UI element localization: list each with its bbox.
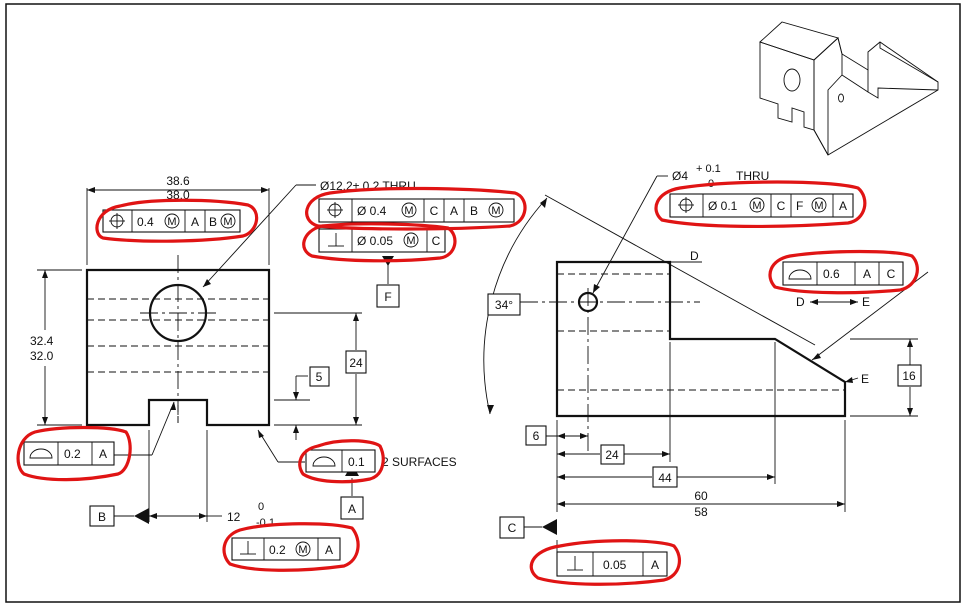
modifier-m: M <box>814 200 823 212</box>
modifier-m: M <box>406 235 415 247</box>
slot-dim: 12 <box>227 510 241 524</box>
fcf-profile-left-tol: 0.2 <box>64 447 81 461</box>
dim-16: 16 <box>902 369 916 383</box>
height-dim-upper: 32.4 <box>30 334 54 348</box>
fcf-profile-bottom: 0.1 <box>305 449 376 473</box>
modifier-m: M <box>298 544 307 556</box>
modifier-m: M <box>404 205 413 217</box>
fcf-position-small-hole: Ø 0.1 M C F M A <box>669 193 854 218</box>
label-d: D <box>690 249 699 263</box>
drawing-border <box>5 3 961 603</box>
angle-34: 34° <box>495 298 513 312</box>
two-surfaces-note: 2 SURFACES <box>382 455 457 469</box>
fcf-pos-small-tol: Ø 0.1 <box>708 199 738 213</box>
hole-tol-upper: + 0.1 <box>696 163 721 175</box>
fcf-pos-front-tol: 0.4 <box>137 215 154 229</box>
fcf-profile-right-datum-c: C <box>887 267 896 281</box>
label-e: E <box>861 372 869 386</box>
datum-b: B <box>98 510 106 524</box>
fcf-profile-right: 0.6 A C <box>782 261 904 286</box>
fcf-profile-right-datum-a: A <box>863 267 871 281</box>
side-view-geometry: D <box>520 249 847 455</box>
fcf-pos-hole-datum-c: C <box>430 204 439 218</box>
fcf-pos-front-datum-b: B <box>209 215 217 229</box>
isometric-view <box>759 21 939 156</box>
fcf-pos-small-datum-a: A <box>839 199 847 213</box>
dim-24-side: 24 <box>605 448 619 462</box>
front-view-dimensions: 38.6 38.0 32.4 32.0 24 5 12 <box>30 174 457 529</box>
hole-note-prefix: Ø4 <box>672 169 688 183</box>
fcf-profile-bottom-tol: 0.1 <box>348 455 365 469</box>
fcf-position-hole: Ø 0.4 M C A B M <box>318 198 515 223</box>
dim-44: 44 <box>658 471 672 485</box>
fcf-perp-bottom-datum: A <box>325 543 333 557</box>
fcf-profile-left: 0.2 A <box>23 441 115 466</box>
between-d: D <box>796 295 805 309</box>
fcf-perpendicular-bottom: 0.2 M A <box>231 537 341 561</box>
modifier-m: M <box>223 216 232 228</box>
side-view-dimensions: 34° 6 24 44 60 58 <box>483 163 929 539</box>
dim-5: 5 <box>316 370 323 384</box>
fcf-perp-bottom-tol: 0.2 <box>269 543 286 557</box>
fcf-perp-hole-tol: Ø 0.05 <box>357 234 393 248</box>
dim-60: 60 <box>694 489 708 503</box>
fcf-perpendicular-right: 0.05 A <box>556 540 668 577</box>
fcf-perpendicular-hole: Ø 0.05 M C <box>318 228 446 253</box>
modifier-m: M <box>491 205 500 217</box>
fcf-pos-small-datum-c: C <box>777 199 786 213</box>
fcf-perp-right-tol: 0.05 <box>603 558 627 572</box>
dim-6: 6 <box>533 429 540 443</box>
modifier-m: M <box>167 216 176 228</box>
datum-f: F <box>384 290 391 304</box>
fcf-profile-left-datum: A <box>99 447 107 461</box>
datum-a: A <box>348 502 356 516</box>
fcf-pos-hole-datum-b: B <box>470 204 478 218</box>
fcf-profile-right-tol: 0.6 <box>823 267 840 281</box>
between-e: E <box>862 295 870 309</box>
slot-tol-upper: 0 <box>258 501 264 513</box>
fcf-pos-front-datum-a: A <box>191 215 199 229</box>
height-dim-lower: 32.0 <box>30 349 54 363</box>
hole-note-suffix: THRU <box>736 169 769 183</box>
front-view-geometry <box>85 255 271 427</box>
fcf-position-front: 0.4 M A B M <box>102 209 241 233</box>
red-markup <box>16 180 919 586</box>
modifier-m: M <box>752 200 761 212</box>
dim-24-front: 24 <box>349 356 363 370</box>
datum-c: C <box>508 521 517 535</box>
fcf-pos-small-datum-f: F <box>796 199 803 213</box>
fcf-pos-hole-datum-a: A <box>450 204 458 218</box>
width-dim-lower: 38.0 <box>166 188 190 202</box>
dim-58: 58 <box>694 505 708 519</box>
fcf-pos-hole-tol: Ø 0.4 <box>357 204 387 218</box>
fcf-perp-right-datum: A <box>651 558 659 572</box>
width-dim-upper: 38.6 <box>166 174 190 188</box>
fcf-perp-hole-datum-c: C <box>432 234 441 248</box>
